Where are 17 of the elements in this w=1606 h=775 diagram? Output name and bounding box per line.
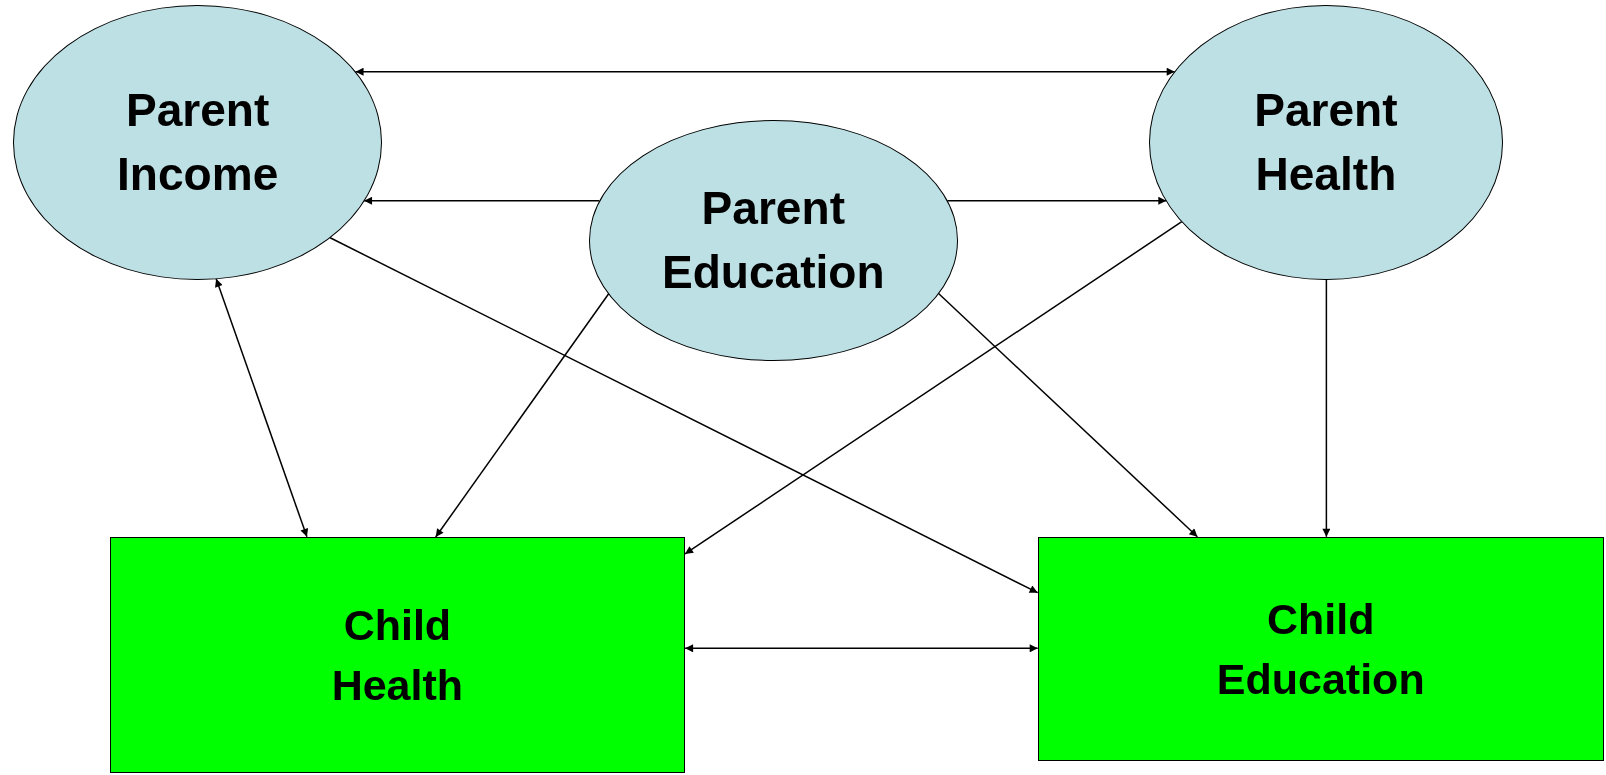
node-label: Child Education [1215, 593, 1426, 705]
arrow [329, 237, 1039, 594]
rect-node [1037, 536, 1604, 761]
arrow [1322, 278, 1331, 538]
arrow [937, 292, 1199, 538]
arrow [215, 278, 309, 538]
node-label: Child Health [330, 599, 465, 711]
arrow [684, 644, 1039, 653]
node-label: Parent Health [1253, 82, 1399, 203]
node-label: Parent Income [116, 82, 280, 203]
arrow [684, 220, 1183, 555]
arrow [363, 196, 600, 205]
rect-node [109, 536, 686, 774]
node-label: Parent Education [660, 180, 886, 301]
arrow [354, 67, 1176, 76]
arrow [434, 293, 610, 538]
arrow [946, 196, 1168, 205]
